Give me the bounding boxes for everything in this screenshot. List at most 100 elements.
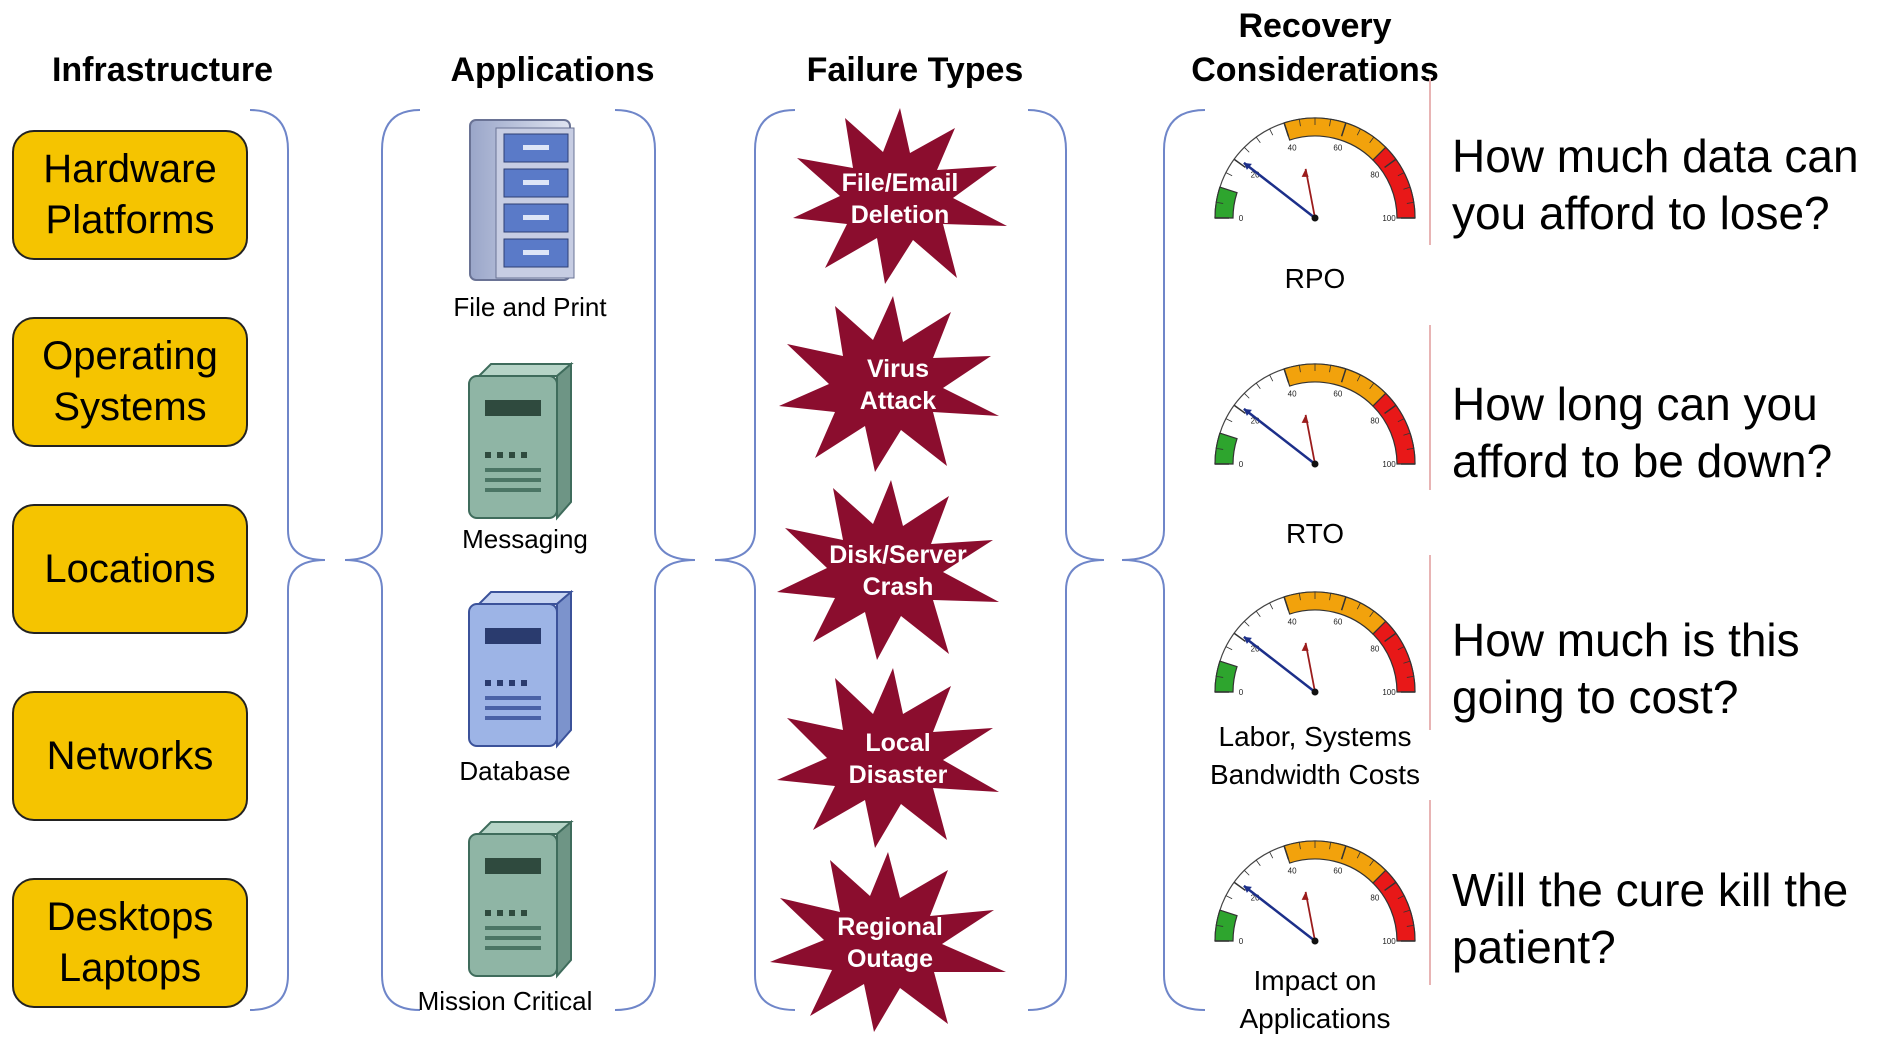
gauge-tick xyxy=(1233,158,1246,169)
gauge-tick-label: 60 xyxy=(1333,144,1342,153)
gauge-tick xyxy=(1384,881,1397,892)
gauge-tick xyxy=(1356,374,1361,382)
gauge-tick-label: 100 xyxy=(1382,688,1396,697)
gauge-tick-label: 100 xyxy=(1382,214,1396,223)
gauge-tick-label: 0 xyxy=(1239,688,1244,697)
gauge-tick xyxy=(1380,393,1386,399)
svg-text:Deletion: Deletion xyxy=(851,201,950,229)
gauge-tick xyxy=(1329,119,1332,127)
gauge-tick xyxy=(1255,859,1261,866)
gauge-tick xyxy=(1356,851,1361,859)
server-icon xyxy=(468,589,574,749)
gauge-tick-label: 80 xyxy=(1370,645,1379,654)
failure-types-header: Failure Types xyxy=(806,51,1024,89)
gauge-tick xyxy=(1244,870,1250,876)
gauge-tick xyxy=(1219,432,1227,436)
recovery-question-costs: How much is this going to cost? xyxy=(1452,614,1800,723)
gauge-needle-blue-tip xyxy=(1243,885,1252,893)
failure-burst-text: Virus xyxy=(867,355,929,383)
infra-box-hardware-platforms: Hardware Platforms xyxy=(12,130,248,260)
gauge-tick xyxy=(1225,172,1233,177)
server-icon xyxy=(468,361,574,521)
recovery-question-rto: How long can you afford to be down? xyxy=(1452,378,1833,487)
app-label-mission-critical: Mission Critical xyxy=(417,986,593,1016)
gauge-tick xyxy=(1340,845,1347,860)
gauge-tick xyxy=(1397,172,1405,177)
gauge-tick-label: 20 xyxy=(1251,645,1260,654)
gauge-tick xyxy=(1219,660,1227,664)
gauge-tick xyxy=(1298,365,1301,373)
gauge-pivot xyxy=(1311,214,1319,222)
gauge-tick-label: 100 xyxy=(1382,460,1396,469)
gauge-tick-label: 80 xyxy=(1370,171,1379,180)
gauge-tick xyxy=(1356,128,1361,136)
gauge-orange-band xyxy=(1283,117,1387,161)
failure-burst-text: Deletion xyxy=(851,201,950,229)
recovery-label-rto: RTO xyxy=(1285,518,1345,549)
failures-right-brace xyxy=(1027,109,1105,1011)
gauge-tick xyxy=(1216,675,1224,678)
gauge-tick xyxy=(1216,201,1224,204)
gauge-tick xyxy=(1384,404,1397,415)
gauge-tick xyxy=(1244,147,1250,153)
gauge-red-band xyxy=(1372,620,1416,693)
gauge-tick xyxy=(1233,632,1246,643)
svg-text:Disk/Server: Disk/Server xyxy=(829,541,967,569)
gauge-tick xyxy=(1219,186,1227,190)
gauge-tick xyxy=(1219,909,1227,913)
gauge-tick xyxy=(1225,646,1233,651)
svg-text:Attack: Attack xyxy=(860,387,937,415)
gauge-tick xyxy=(1255,136,1261,143)
infra-box-desktops-laptops: Desktops Laptops xyxy=(12,878,248,1008)
gauge-tick-label: 20 xyxy=(1251,417,1260,426)
gauge-tick xyxy=(1269,851,1274,859)
gauge-tick xyxy=(1403,909,1411,913)
gauge-tick xyxy=(1298,119,1301,127)
gauge-tick-label: 0 xyxy=(1239,214,1244,223)
gauge-pivot xyxy=(1311,460,1319,468)
gauge-tick xyxy=(1233,404,1246,415)
gauge-tick-label: 20 xyxy=(1251,171,1260,180)
gauge-tick-label: 60 xyxy=(1333,867,1342,876)
gauge-needle-blue-tip xyxy=(1243,162,1252,170)
failure-burst-text: Disk/Server xyxy=(829,541,967,569)
gauge-tick-label: 20 xyxy=(1251,894,1260,903)
applications-left-brace xyxy=(344,109,421,1011)
gauge-green-band xyxy=(1214,660,1238,693)
gauge-tick xyxy=(1329,842,1332,850)
app-label-file-and-print: File and Print xyxy=(453,292,607,322)
gauge-tick xyxy=(1340,368,1347,383)
gauge-tick xyxy=(1225,418,1233,423)
gauge-tick xyxy=(1255,610,1261,617)
gauge-needle-blue xyxy=(1243,161,1316,219)
gauge-tick xyxy=(1216,447,1224,450)
gauge-tick-label: 40 xyxy=(1288,390,1297,399)
gauge-tick-label: 80 xyxy=(1370,417,1379,426)
gauge-needle-blue xyxy=(1243,884,1316,942)
gauge-tick xyxy=(1356,602,1361,610)
gauge-green-band xyxy=(1214,186,1238,219)
recovery-considerations-header: Recovery Considerations xyxy=(1191,7,1439,89)
gauge-tick xyxy=(1369,136,1375,143)
gauge-needle-blue xyxy=(1243,407,1316,465)
gauge-tick xyxy=(1406,447,1414,450)
gauge-tick-label: 60 xyxy=(1333,390,1342,399)
gauge-tick xyxy=(1340,122,1347,137)
svg-text:Virus: Virus xyxy=(867,355,929,383)
gauge-needle-red xyxy=(1304,168,1316,219)
gauge-tick xyxy=(1233,881,1246,892)
gauge-tick xyxy=(1298,842,1301,850)
svg-text:File/Email: File/Email xyxy=(842,169,959,197)
failure-burst-text: Local xyxy=(865,729,930,757)
gauge-tick xyxy=(1269,602,1274,610)
infrastructure-header: Infrastructure xyxy=(51,51,274,89)
gauge-tick xyxy=(1403,186,1411,190)
gauge-green-band xyxy=(1214,432,1238,465)
gauge-needle-blue-tip xyxy=(1243,636,1252,644)
gauge-tick xyxy=(1283,122,1290,137)
gauge-tick xyxy=(1380,621,1386,627)
infra-box-locations: Locations xyxy=(12,504,248,634)
failure-burst-text: Regional xyxy=(837,913,943,941)
gauge-green-band xyxy=(1214,909,1238,942)
